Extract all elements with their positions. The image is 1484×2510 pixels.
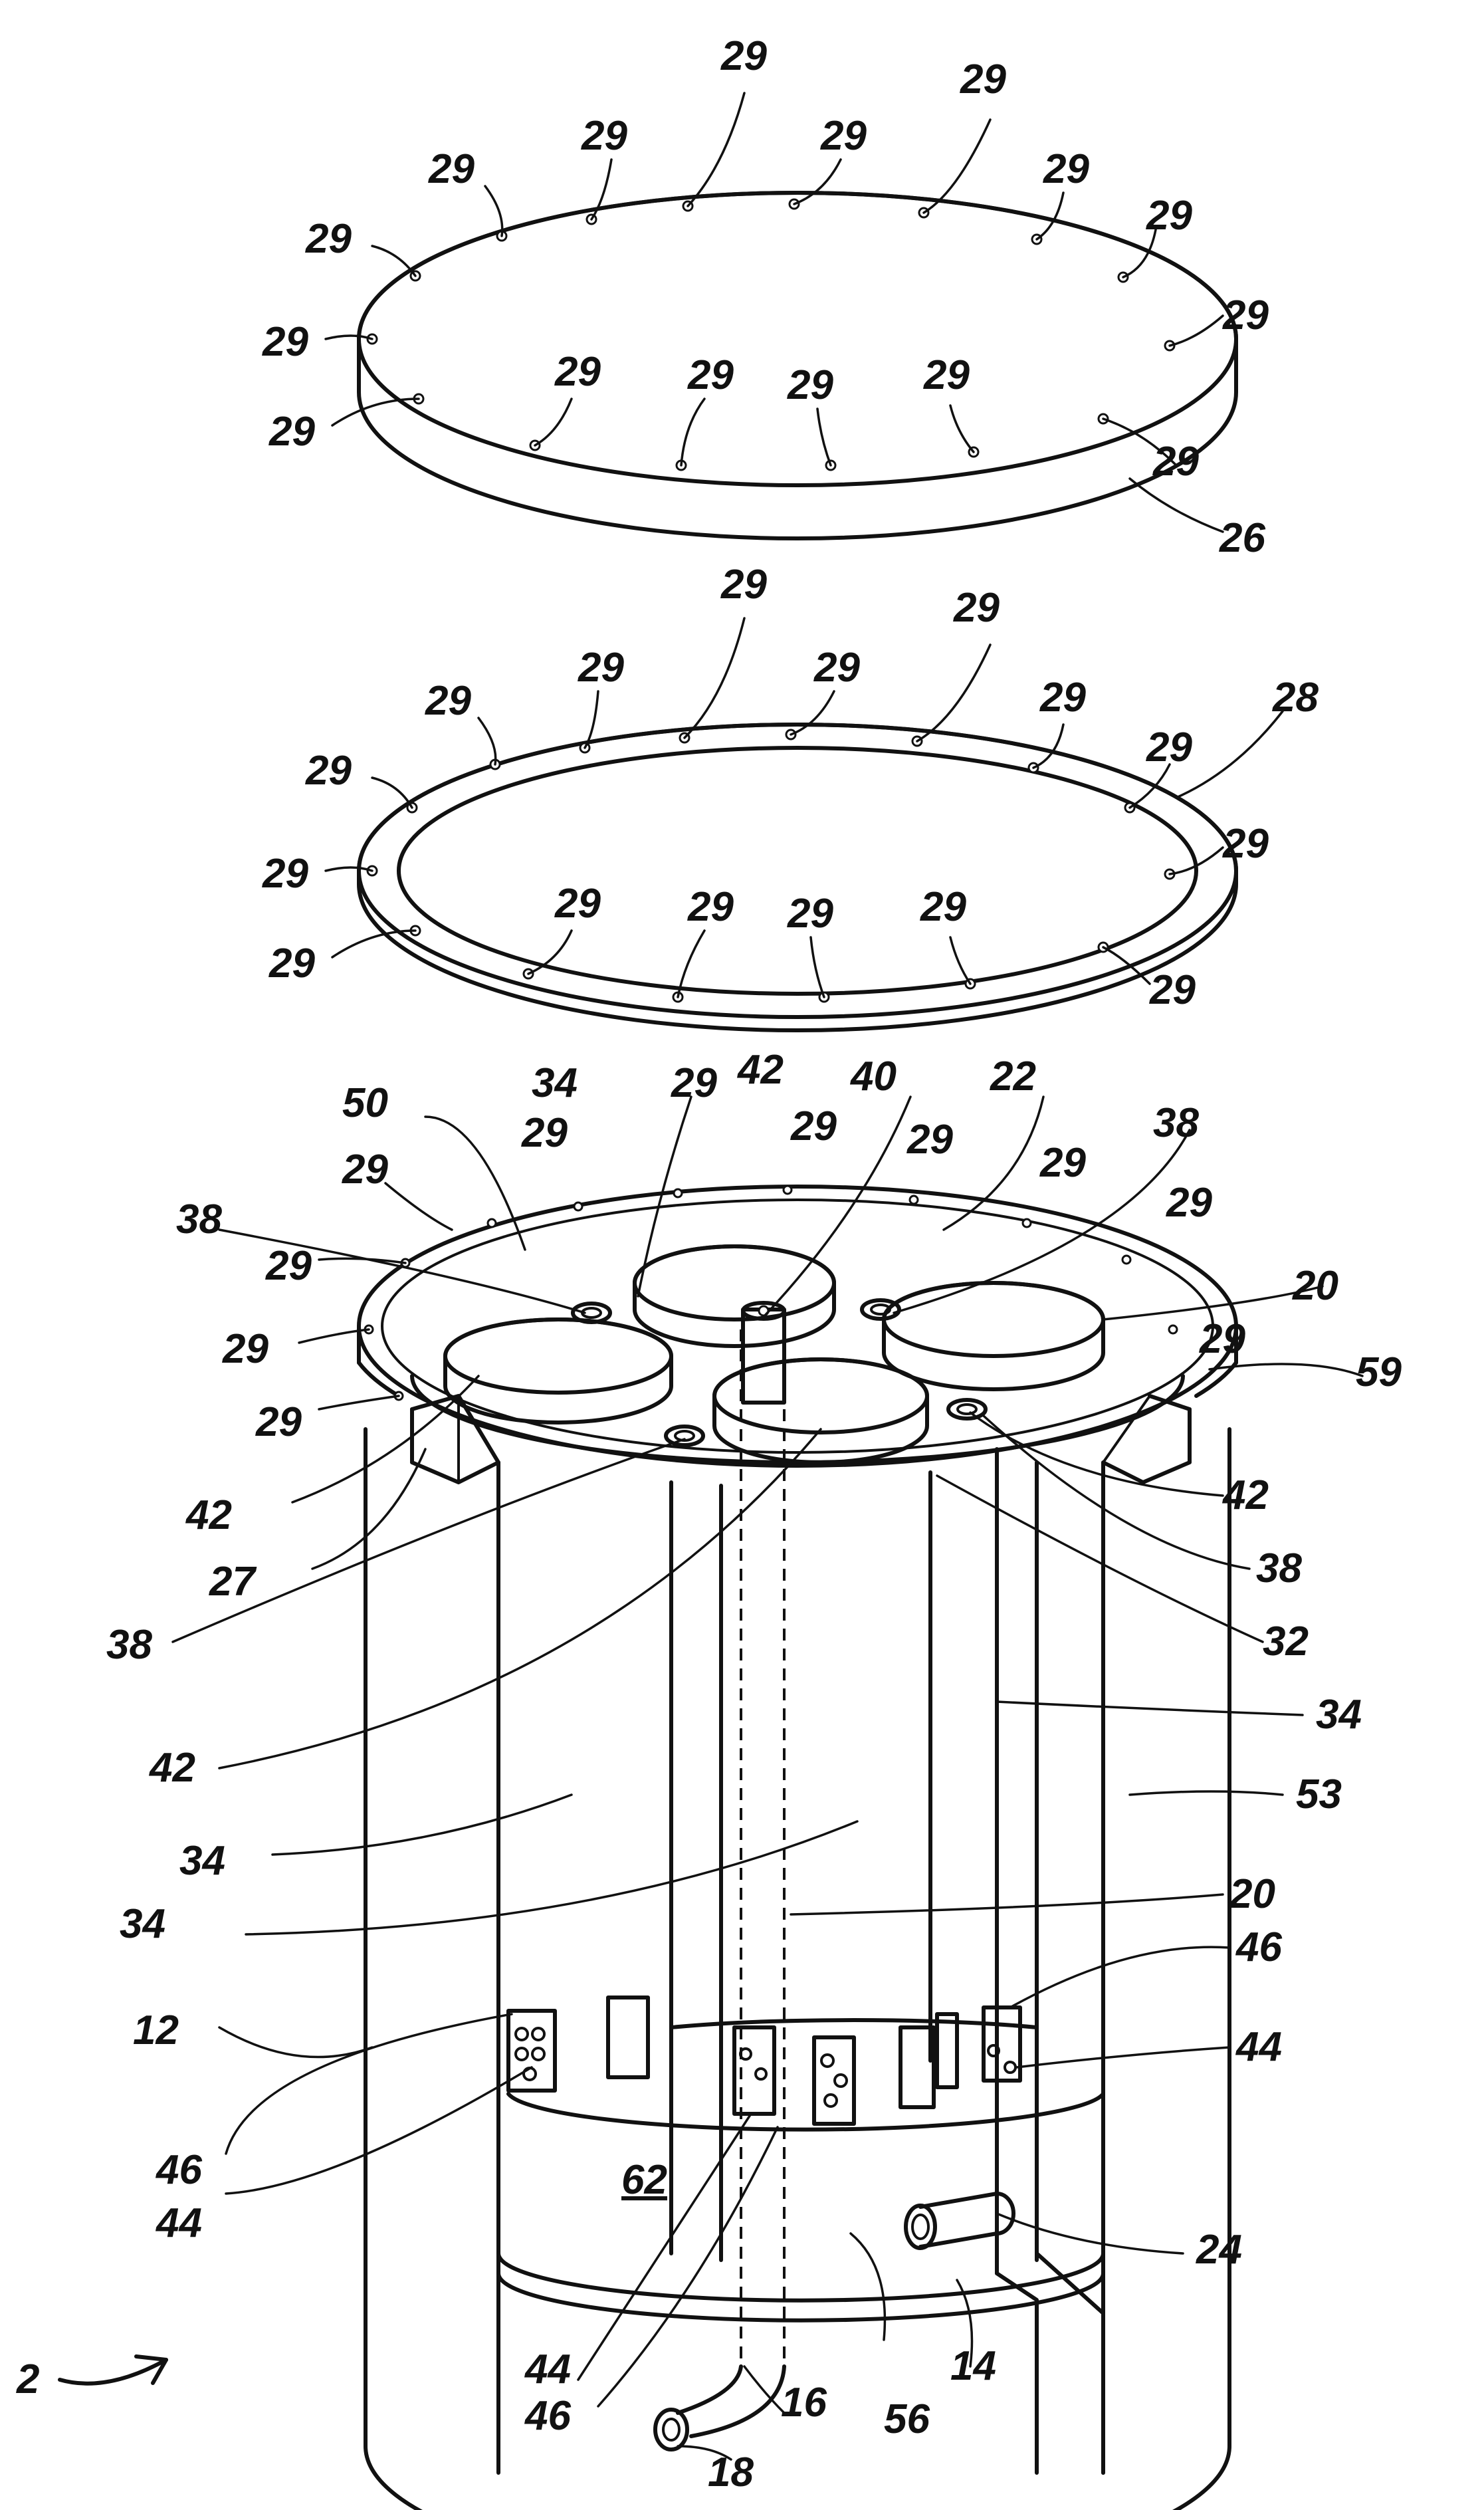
- label-29: 29: [1039, 675, 1086, 721]
- label-34: 34: [532, 1060, 578, 1106]
- label-18: 18: [708, 2450, 754, 2495]
- label-44: 44: [1235, 2024, 1282, 2070]
- label-29: 29: [1222, 292, 1269, 338]
- label-27: 27: [209, 1559, 257, 1605]
- rim-bolt-holes: [365, 1186, 1177, 1400]
- label-29: 29: [1043, 146, 1089, 192]
- label-38: 38: [1256, 1545, 1302, 1591]
- label-29: 29: [268, 409, 315, 455]
- label-29: 29: [687, 352, 734, 398]
- left-wall-cut: [412, 1396, 498, 2473]
- windows: [508, 1997, 1020, 2124]
- label-29: 29: [960, 57, 1006, 102]
- label-32: 32: [1263, 1619, 1309, 1664]
- label-29: 29: [554, 349, 601, 395]
- label-44: 44: [155, 2200, 202, 2246]
- label-2: 2: [16, 2356, 39, 2402]
- label-29: 29: [820, 113, 867, 159]
- label-29: 29: [920, 884, 966, 930]
- label-40: 40: [849, 1054, 897, 1099]
- label-29: 29: [720, 33, 767, 79]
- label-38: 38: [1153, 1100, 1199, 1146]
- label-29: 29: [1149, 967, 1196, 1013]
- label-29: 29: [813, 645, 860, 691]
- label-29: 29: [222, 1326, 268, 1372]
- filter-discs: [445, 1246, 1103, 1462]
- label-42: 42: [185, 1492, 232, 1538]
- label-34: 34: [1316, 1692, 1362, 1738]
- label-29: 29: [671, 1060, 717, 1106]
- label-29: 29: [305, 216, 352, 262]
- label-20: 20: [1292, 1263, 1338, 1309]
- label-34: 34: [179, 1838, 225, 1884]
- label-28: 28: [1272, 675, 1319, 721]
- label-29: 29: [262, 851, 308, 897]
- label-29: 29: [787, 362, 833, 408]
- label-29: 29: [268, 941, 315, 986]
- label-12: 12: [133, 2007, 179, 2053]
- outlet-tube: [655, 2366, 784, 2450]
- label-29: 29: [687, 884, 734, 930]
- label-46: 46: [524, 2393, 571, 2439]
- label-29: 29: [790, 1103, 837, 1149]
- label-22: 22: [990, 1054, 1036, 1099]
- label-38: 38: [176, 1197, 222, 1242]
- vessel: [60, 1186, 1236, 2510]
- label-44: 44: [524, 2346, 571, 2392]
- label-46: 46: [1235, 1924, 1282, 1970]
- label-29: 29: [787, 891, 833, 937]
- label-29: 29: [923, 352, 970, 398]
- label-62: 62: [621, 2157, 667, 2203]
- label-29: 29: [428, 146, 475, 192]
- label-29: 29: [1199, 1316, 1245, 1362]
- label-29: 29: [906, 1117, 953, 1163]
- label-29: 29: [305, 748, 352, 794]
- label-29: 29: [1166, 1180, 1212, 1226]
- label-29: 29: [554, 881, 601, 927]
- label-50: 50: [342, 1080, 388, 1126]
- label-42: 42: [148, 1745, 195, 1791]
- label-29: 29: [521, 1110, 568, 1156]
- label-14: 14: [950, 2343, 996, 2389]
- label-38: 38: [106, 1622, 152, 1668]
- label-34: 34: [120, 1901, 165, 1947]
- label-29: 29: [265, 1243, 312, 1289]
- label-16: 16: [781, 2380, 827, 2426]
- label-29: 29: [255, 1399, 302, 1445]
- label-29: 29: [1152, 439, 1199, 485]
- ring-bolt-holes: [368, 730, 1174, 1002]
- label-29: 29: [342, 1147, 388, 1193]
- label-29: 29: [1222, 821, 1269, 867]
- label-20: 20: [1229, 1871, 1275, 1917]
- label-29: 29: [1146, 193, 1192, 239]
- label-59: 59: [1356, 1349, 1402, 1395]
- label-29: 29: [953, 585, 1000, 631]
- label-56: 56: [884, 2396, 930, 2442]
- label-29: 29: [720, 562, 767, 608]
- studs: [573, 1300, 986, 1445]
- label-29: 29: [425, 678, 471, 724]
- label-53: 53: [1296, 1771, 1342, 1817]
- label-29: 29: [578, 645, 624, 691]
- label-24: 24: [1196, 2227, 1242, 2273]
- label-42: 42: [1221, 1472, 1269, 1518]
- cover-bolt-holes: [368, 199, 1174, 470]
- label-26: 26: [1219, 515, 1265, 561]
- label-29: 29: [581, 113, 627, 159]
- right-wall-cut: [997, 1396, 1190, 2473]
- label-42: 42: [736, 1047, 784, 1093]
- label-29: 29: [262, 319, 308, 365]
- label-29: 29: [1039, 1140, 1086, 1186]
- label-46: 46: [155, 2147, 202, 2193]
- label-29: 29: [1146, 725, 1192, 770]
